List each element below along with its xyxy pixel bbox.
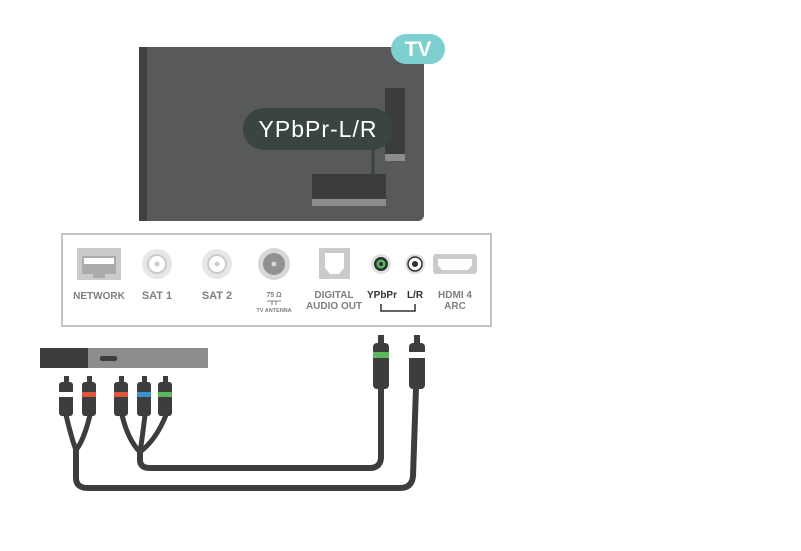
tv-plug-white (409, 335, 425, 389)
tv-badge-label: TV (405, 38, 432, 61)
sat2-label: SAT 2 (202, 290, 232, 302)
antenna-port (258, 248, 290, 280)
jack-group-bracket (380, 304, 416, 312)
hdmi-port (433, 254, 477, 274)
digital-audio-port (319, 248, 350, 279)
device-plugs (59, 376, 172, 416)
callout-label: YPbPr-L/R (259, 116, 378, 142)
plug-blue-pb (137, 376, 151, 416)
component-cable (137, 385, 384, 471)
plug-green-y (158, 376, 172, 416)
sat1-label: SAT 1 (142, 290, 172, 302)
cables (63, 385, 419, 491)
lr-label: L/R (407, 290, 424, 301)
network-port (77, 248, 121, 280)
tv-plug-green (373, 335, 389, 389)
ypbpr-label: YPbPr (367, 290, 397, 301)
network-label: NETWORK (73, 291, 125, 302)
antenna-ohm-label: 75 Ω (266, 292, 282, 299)
antenna-symbol-icon (267, 300, 281, 305)
plug-red-audio (82, 376, 96, 416)
digital-audio-label-line2: AUDIO OUT (306, 301, 362, 312)
ypbpr-jack (371, 254, 391, 274)
lr-jack (405, 254, 425, 274)
tv-plugs (373, 335, 425, 389)
digital-audio-label-line1: DIGITAL (314, 290, 353, 301)
connector-panel: NETWORK SAT 1 SAT 2 75 Ω TV ANTENNA (61, 233, 492, 327)
cable-tail-white (63, 412, 79, 453)
antenna-label: TV ANTENNA (256, 308, 291, 314)
sat1-port (142, 249, 172, 279)
sat2-port (202, 249, 232, 279)
cable-tail-red2 (119, 412, 143, 455)
ypbpr-callout: YPbPr-L/R (243, 108, 393, 150)
tv-badge: TV (391, 34, 445, 64)
hdmi-label-line1: HDMI 4 (438, 290, 472, 301)
plug-red-pr (114, 376, 128, 416)
external-device (40, 348, 208, 368)
hdmi-label-line2: ARC (444, 301, 466, 312)
plug-white (59, 376, 73, 416)
cable-tail-green (137, 412, 169, 455)
audio-cable (73, 385, 419, 491)
cable-tail-red (73, 412, 93, 453)
